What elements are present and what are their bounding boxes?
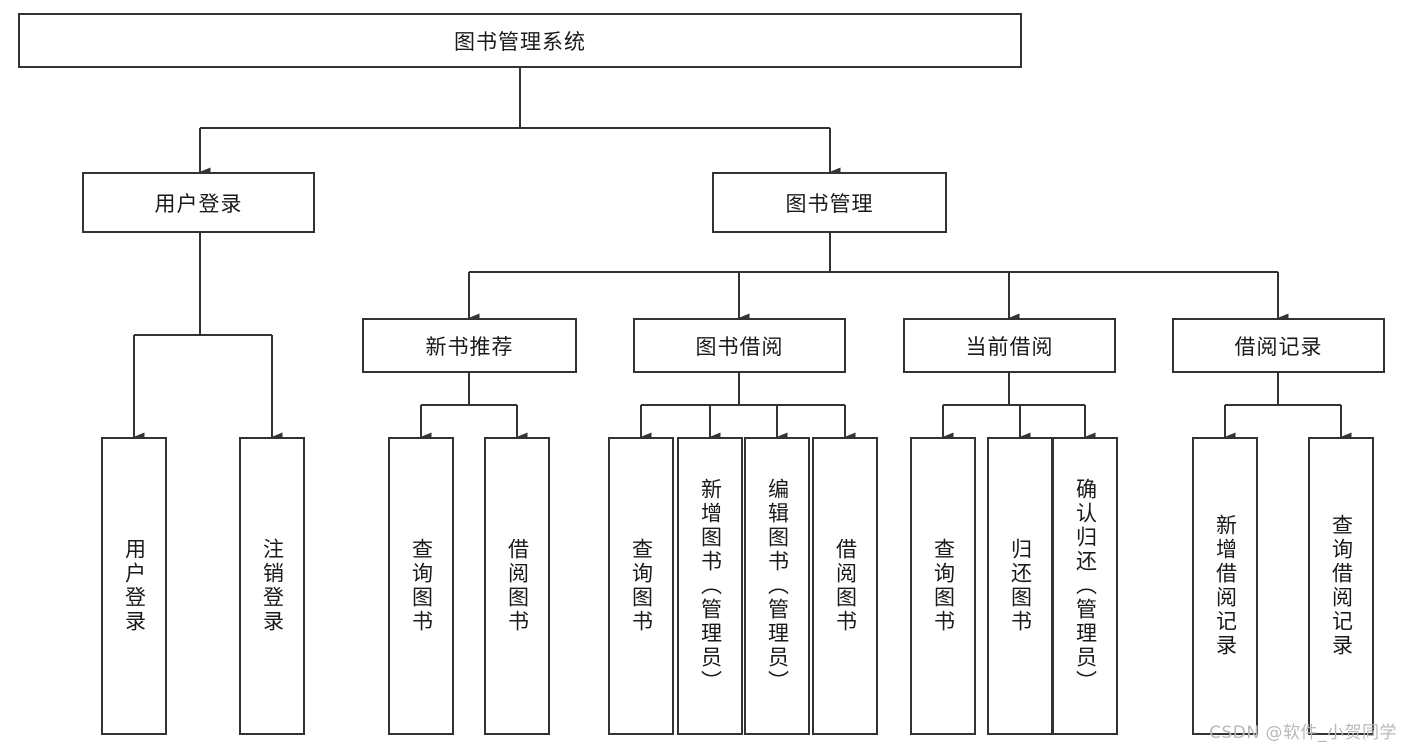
node-leaf-1[interactable]: 注销登录 <box>239 437 305 735</box>
node-label: 当前借阅 <box>965 334 1054 359</box>
node-leaf-6[interactable]: 编辑图书（管理员） <box>744 437 810 735</box>
node-label: 图书管理 <box>785 191 874 216</box>
node-label: 借阅图书 <box>505 538 530 634</box>
node-level2-1[interactable]: 图书管理 <box>712 172 947 233</box>
node-label: 归还图书 <box>1008 538 1033 634</box>
node-label: 图书管理系统 <box>454 29 586 54</box>
csdn-watermark: CSDN @软件_小贺同学 <box>1209 723 1397 743</box>
node-label: 注销登录 <box>260 538 285 634</box>
node-level3-2[interactable]: 当前借阅 <box>903 318 1116 373</box>
edge-layer <box>133 68 1352 442</box>
node-label: 借阅图书 <box>833 538 858 634</box>
node-label: 用户登录 <box>154 191 243 216</box>
node-label: 确认归还（管理员） <box>1073 478 1098 694</box>
node-label: 用户登录 <box>122 538 147 634</box>
node-level3-0[interactable]: 新书推荐 <box>362 318 577 373</box>
node-root-title[interactable]: 图书管理系统 <box>18 13 1022 68</box>
node-label: 新增图书（管理员） <box>698 478 723 694</box>
node-leaf-11[interactable]: 新增借阅记录 <box>1192 437 1258 735</box>
node-leaf-3[interactable]: 借阅图书 <box>484 437 550 735</box>
node-level2-0[interactable]: 用户登录 <box>82 172 315 233</box>
node-label: 编辑图书（管理员） <box>765 478 790 694</box>
node-label: 新增借阅记录 <box>1213 514 1238 658</box>
node-leaf-2[interactable]: 查询图书 <box>388 437 454 735</box>
node-leaf-10[interactable]: 确认归还（管理员） <box>1052 437 1118 735</box>
node-level3-1[interactable]: 图书借阅 <box>633 318 846 373</box>
node-leaf-7[interactable]: 借阅图书 <box>812 437 878 735</box>
node-label: 新书推荐 <box>425 334 514 359</box>
node-label: 查询图书 <box>629 538 654 634</box>
node-leaf-9[interactable]: 归还图书 <box>987 437 1053 735</box>
node-label: 查询借阅记录 <box>1329 514 1354 658</box>
node-label: 查询图书 <box>409 538 434 634</box>
node-leaf-8[interactable]: 查询图书 <box>910 437 976 735</box>
node-label: 图书借阅 <box>695 334 784 359</box>
node-leaf-0[interactable]: 用户登录 <box>101 437 167 735</box>
node-label: 借阅记录 <box>1234 334 1323 359</box>
node-level3-3[interactable]: 借阅记录 <box>1172 318 1385 373</box>
node-leaf-5[interactable]: 新增图书（管理员） <box>677 437 743 735</box>
node-leaf-4[interactable]: 查询图书 <box>608 437 674 735</box>
node-label: 查询图书 <box>931 538 956 634</box>
node-leaf-12[interactable]: 查询借阅记录 <box>1308 437 1374 735</box>
